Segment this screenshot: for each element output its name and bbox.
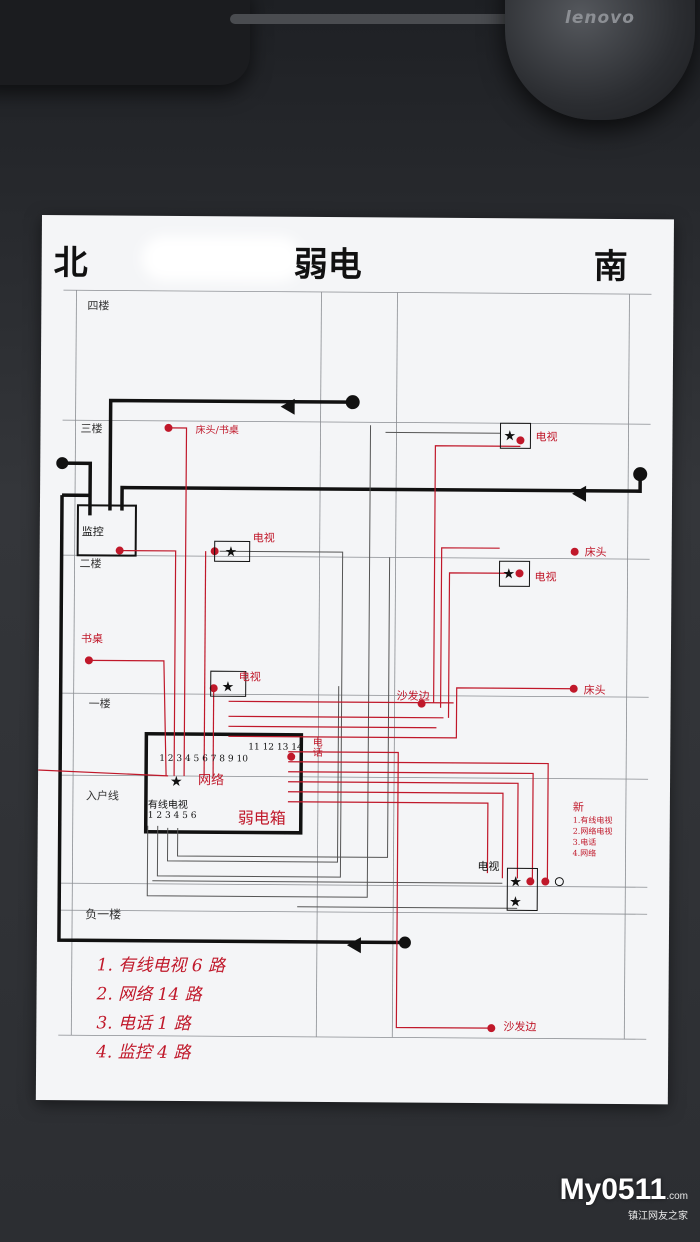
- side-note: 1.有线电视: [572, 815, 613, 825]
- svg-text:★: ★: [222, 679, 235, 695]
- title-south: 南: [593, 246, 628, 288]
- side-note: 新: [572, 800, 584, 814]
- label-bedside-1: 床头: [584, 545, 607, 559]
- svg-text:★: ★: [503, 428, 516, 444]
- label-tv-3: 电视: [534, 570, 557, 584]
- port-numbers-right: 11 12 13 14: [248, 742, 303, 753]
- label-tv-5: 电视: [477, 860, 500, 874]
- watermark-domain: .com: [666, 1191, 688, 1202]
- title-center: 弱电: [293, 244, 362, 286]
- legend-item: 4. 监控 4 路: [96, 1042, 191, 1064]
- label-sofa-1: 沙发边: [396, 689, 430, 703]
- floor-label-4f: 四楼: [87, 299, 110, 313]
- cable-tv-label: 有线电视: [147, 799, 188, 812]
- network-label: 网络: [198, 773, 225, 789]
- label-desk: 书桌: [80, 632, 104, 646]
- floor-label-2f: 二楼: [79, 557, 102, 571]
- wiring-diagram-paper: ★ ★ ★ ★ ★ ★ ★: [35, 215, 674, 1105]
- site-watermark: My0511.com 镇江网友之家: [560, 1173, 688, 1222]
- legend-item: 3. 电话 1 路: [96, 1013, 191, 1035]
- wiring-sketch: ★ ★ ★ ★ ★ ★ ★: [38, 289, 652, 1040]
- legend-item: 1. 有线电视 6 路: [96, 955, 226, 977]
- svg-text:★: ★: [225, 544, 238, 560]
- label-tv-1: 电视: [535, 430, 558, 444]
- monitor-box-label: 监控: [81, 525, 104, 539]
- watermark-logo: My0511: [559, 1173, 667, 1206]
- keyboard: [0, 0, 250, 85]
- label-tv-4: 电视: [238, 670, 261, 684]
- label-desk-note: 床头/书桌: [195, 425, 239, 437]
- mouse-brand-logo: lenovo: [565, 8, 635, 28]
- side-note: 3.电话: [572, 837, 597, 847]
- phone-label: 电话: [310, 736, 322, 757]
- floor-label-3f: 三楼: [80, 422, 103, 436]
- floor-label-b1: 负一楼: [85, 907, 122, 922]
- side-note: 2.网络电视: [572, 826, 613, 836]
- svg-text:★: ★: [170, 774, 183, 790]
- label-tv-2: 电视: [252, 531, 275, 545]
- legend-item: 2. 网络 14 路: [96, 984, 202, 1006]
- title-north: 北: [53, 243, 88, 284]
- port-numbers: 1 2 3 4 5 6 7 8 9 10: [159, 753, 248, 765]
- watermark-subtitle: 镇江网友之家: [628, 1211, 688, 1222]
- svg-text:★: ★: [509, 894, 522, 910]
- floor-label-1f: 一楼: [88, 697, 111, 711]
- redacted-blur: [141, 235, 302, 282]
- label-sofa-2: 沙发边: [503, 1020, 537, 1034]
- mouse-cable: [230, 14, 530, 24]
- cable-ports: 1 2 3 4 5 6: [147, 810, 197, 822]
- svg-text:★: ★: [509, 874, 522, 890]
- side-notes: 新 1.有线电视 2.网络电视 3.电话 4.网络: [573, 799, 613, 859]
- floor-label-entry: 入户线: [85, 789, 119, 803]
- legend: 1. 有线电视 6 路 2. 网络 14 路 3. 电话 1 路 4. 监控 4…: [96, 950, 225, 1067]
- svg-text:★: ★: [502, 566, 515, 582]
- label-bedside-2: 床头: [583, 683, 606, 697]
- side-note: 4.网络: [572, 848, 597, 858]
- main-box-label: 弱电箱: [237, 808, 286, 828]
